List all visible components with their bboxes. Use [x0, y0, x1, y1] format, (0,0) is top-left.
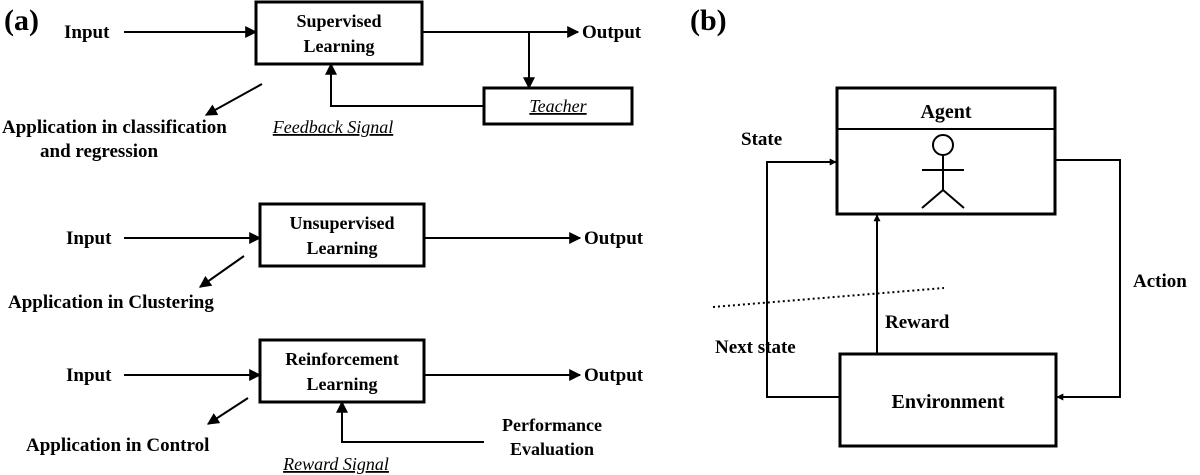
state-label: State: [741, 129, 782, 150]
reinforcement-box-line2: Learning: [306, 374, 377, 394]
unsupervised-box-line1: Unsupervised: [289, 213, 394, 233]
reward-signal-arrow: [336, 400, 484, 443]
agent-label: Agent: [920, 101, 971, 123]
action-label: Action: [1133, 271, 1187, 292]
reinforcement-application-label: Application in Control: [26, 435, 209, 456]
unsupervised-output-label: Output: [584, 228, 644, 249]
reinforcement-input-label: Input: [66, 365, 112, 386]
unsupervised-application-label: Application in Clustering: [8, 292, 214, 313]
supervised-application-line1: Application in classification: [2, 117, 227, 138]
supervised-application-arrow: [204, 83, 263, 116]
unsupervised-application-arrow: [199, 255, 245, 288]
environment-box: [838, 352, 1058, 448]
performance-line2: Evaluation: [510, 439, 594, 459]
supervised-input-label: Input: [64, 22, 110, 43]
supervised-application-line2: and regression: [40, 141, 158, 162]
agent-figure-icon: [921, 134, 965, 209]
reinforcement-row: Input Reinforcement Learning Output Perf…: [26, 338, 644, 474]
panel-a-label: (a): [4, 4, 39, 37]
reward-signal-label: Reward Signal: [282, 454, 389, 474]
action-arrow: [1055, 159, 1121, 401]
supervised-box-line2: Learning: [303, 36, 374, 56]
panel-b-label: (b): [690, 4, 727, 37]
feedback-arrow: [325, 62, 484, 107]
next-state-label: Next state: [715, 337, 796, 358]
unsupervised-box-line2: Learning: [306, 238, 377, 258]
supervised-row: Input Supervised Learning Output Teacher…: [2, 0, 642, 162]
agent-environment-loop: Agent Environment Action State Next stat…: [712, 86, 1187, 448]
supervised-output-label: Output: [582, 22, 642, 43]
unsupervised-input-label: Input: [66, 228, 112, 249]
teacher-label: Teacher: [529, 96, 587, 116]
reinforcement-application-arrow: [206, 397, 249, 425]
performance-line1: Performance: [502, 415, 602, 435]
teacher-box: [482, 86, 634, 126]
environment-label: Environment: [892, 391, 1005, 413]
reinforcement-box-line1: Reinforcement: [285, 349, 399, 369]
unsupervised-row: Input Unsupervised Learning Output Appli…: [8, 202, 644, 313]
state-arrow: [766, 158, 840, 398]
supervised-box-line1: Supervised: [296, 11, 381, 31]
reinforcement-output-label: Output: [584, 365, 644, 386]
feedback-signal-label: Feedback Signal: [272, 117, 393, 137]
unsupervised-learning-box: [258, 202, 426, 268]
reward-label: Reward: [885, 312, 950, 333]
time-step-divider: [712, 287, 945, 308]
